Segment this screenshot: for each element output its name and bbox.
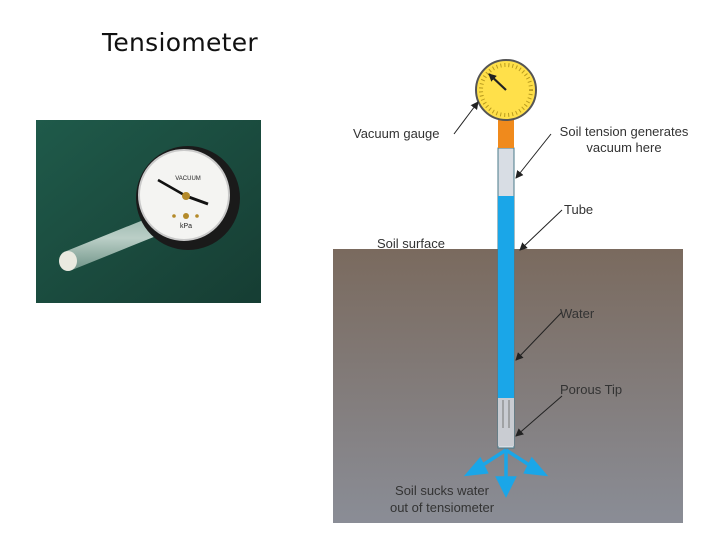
label-soil-sucks-1: Soil sucks water	[395, 483, 490, 498]
label-soil-tension-2: vacuum here	[586, 140, 661, 155]
tensiometer-diagram: Vacuum gauge Soil tension generates vacu…	[330, 50, 690, 530]
photo-gauge-word: VACUUM	[175, 176, 201, 182]
label-soil-tension-1: Soil tension generates	[560, 124, 689, 139]
photo-gauge: VACUUM kPa	[136, 146, 240, 250]
tube	[497, 147, 515, 449]
label-water: Water	[560, 306, 595, 321]
tensiometer-photo: VACUUM kPa	[36, 120, 261, 303]
label-porous-tip: Porous Tip	[560, 382, 622, 397]
water-column	[498, 196, 514, 398]
slide-title: Tensiometer	[102, 28, 259, 57]
label-soil-sucks-2: out of tensiometer	[390, 500, 495, 515]
label-tube: Tube	[564, 202, 593, 217]
porous-tip	[498, 398, 514, 446]
suction-arrows	[463, 448, 549, 498]
label-pointers	[453, 101, 563, 437]
vacuum-gauge	[475, 59, 537, 148]
label-vacuum-gauge: Vacuum gauge	[353, 126, 440, 141]
label-soil-surface: Soil surface	[377, 236, 445, 251]
photo-gauge-unit: kPa	[180, 223, 192, 230]
gauge-cap	[498, 120, 514, 148]
